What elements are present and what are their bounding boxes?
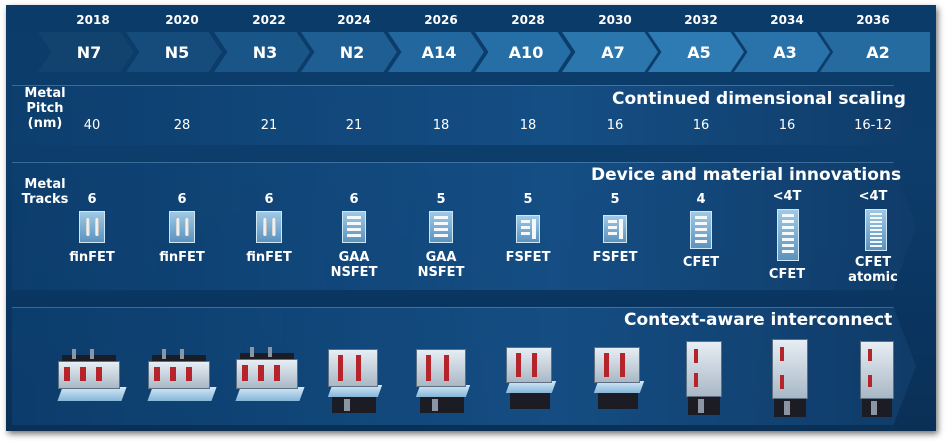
device-label: finFET [159,250,205,265]
device-label: finFET [69,250,115,265]
pitch-value: 16 [606,118,624,133]
gaa-nsfet-icon [429,211,453,243]
node-chevron: N7 [38,32,134,72]
cfet-icon [777,209,799,261]
dimensional-scaling-band [12,85,916,145]
finfet-icon [256,211,282,243]
track-count: 5 [523,192,533,207]
node-timeline: N7 N5 N3 N2 A14 A10 A7 A5 A3 A2 [38,32,936,72]
pitch-value: 40 [83,118,101,133]
pitch-value: 21 [260,118,278,133]
pitch-value: 16 [778,118,796,133]
band-title: Device and material innovations [591,165,902,185]
gaa-structure-image [324,339,386,419]
track-count: 5 [610,192,620,207]
year-label: 2024 [337,13,371,27]
year-label: 2030 [598,13,632,27]
track-count: 6 [349,192,359,207]
device-label: FSFET [505,250,551,265]
track-count: 6 [264,192,274,207]
fsfet-icon [603,215,627,243]
year-label: 2026 [424,13,458,27]
device-label: FSFET [592,250,638,265]
year-label: 2028 [511,13,545,27]
fsfet-structure-image [502,339,560,415]
node-chevron: A3 [734,32,830,72]
cfet-atomic-icon [865,209,887,251]
year-label: 2022 [252,13,286,27]
pitch-value: 18 [432,118,450,133]
metal-pitch-label: Metal Pitch (nm) [24,86,66,131]
device-innovations-band [12,162,916,290]
node-chevron: A2 [820,32,930,72]
finfet-structure-image [54,345,129,405]
cfet-structure-image [768,335,812,425]
finfet-structure-image [232,345,307,405]
band-title: Continued dimensional scaling [612,89,906,109]
year-label: 2020 [165,13,199,27]
node-chevron: N3 [214,32,310,72]
metal-tracks-label: Metal Tracks [21,177,69,207]
track-count: 6 [87,192,97,207]
pitch-value: 18 [519,118,537,133]
track-count: 5 [436,192,446,207]
cfet-structure-image [682,335,726,425]
pitch-value: 21 [345,118,363,133]
node-chevron: A7 [562,32,658,72]
node-chevron: A10 [475,32,571,72]
finfet-structure-image [144,345,219,405]
node-chevron: N5 [126,32,222,72]
year-label: 2034 [770,13,804,27]
pitch-value: 16-12 [854,118,892,133]
track-count: 6 [177,192,187,207]
track-count: <4T [858,189,888,204]
pitch-value: 16 [692,118,710,133]
year-label: 2018 [76,13,110,27]
node-chevron: A5 [648,32,744,72]
device-label: CFET [768,267,806,282]
year-label: 2032 [684,13,718,27]
gaa-nsfet-icon [342,211,366,243]
node-chevron: N2 [301,32,397,72]
cfet-icon [690,211,712,249]
track-count: <4T [772,189,802,204]
node-chevron: A14 [388,32,484,72]
fsfet-icon [516,215,540,243]
device-label: CFET [682,255,720,270]
fsfet-structure-image [590,339,648,415]
roadmap-panel: 2018 2020 2022 2024 2026 2028 2030 2032 … [6,5,936,431]
pitch-value: 28 [173,118,191,133]
finfet-icon [169,211,195,243]
track-count: 4 [696,192,706,207]
gaa-structure-image [412,339,474,419]
band-title: Context-aware interconnect [624,310,893,330]
cfet-atomic-structure-image [856,335,900,425]
device-label: finFET [246,250,292,265]
year-label: 2036 [856,13,890,27]
finfet-icon [79,211,105,243]
year-row: 2018 2020 2022 2024 2026 2028 2030 2032 … [6,13,936,31]
